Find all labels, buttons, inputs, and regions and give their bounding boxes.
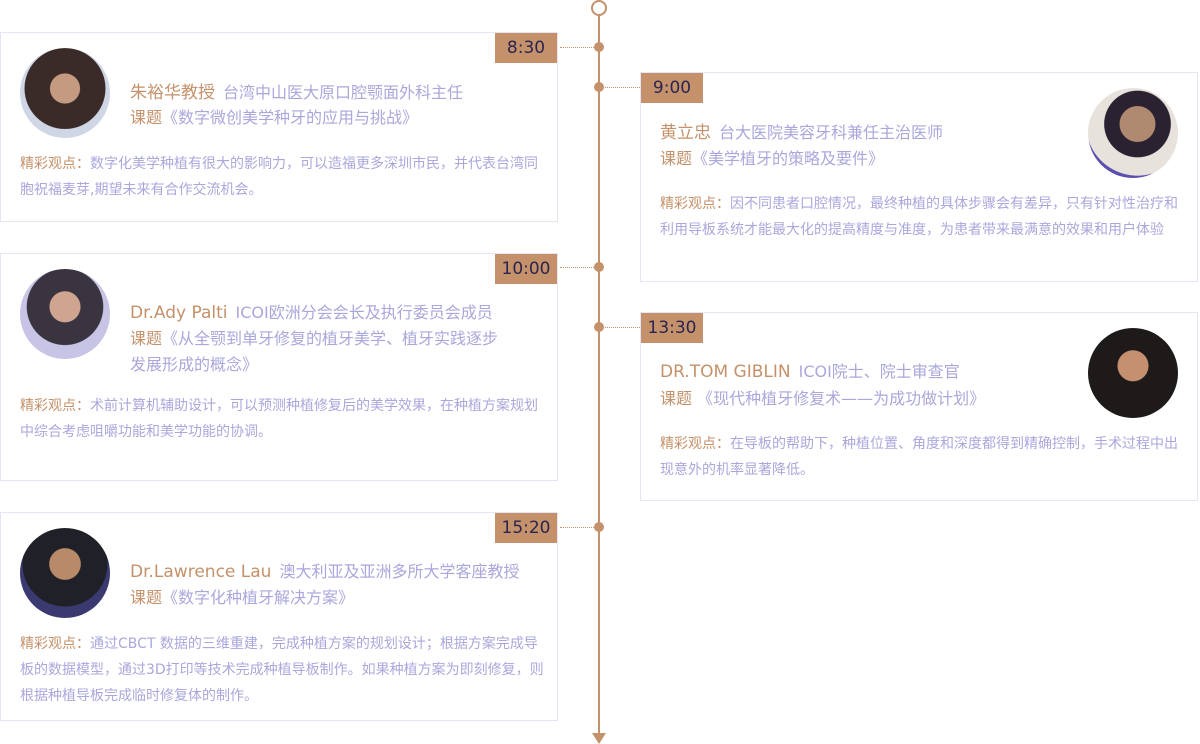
timeline-dot bbox=[594, 522, 604, 532]
speaker-avatar bbox=[20, 269, 110, 359]
quote-text: 数字化美学种植有很大的影响力，可以造福更多深圳市民，并代表台湾同胞祝福麦芽,期望… bbox=[20, 156, 538, 198]
session-card: 9:00 黄立忠台大医院美容牙科兼任主治医师 课题《美学植牙的策略及要件》 精彩… bbox=[640, 72, 1198, 282]
time-badge: 13:30 bbox=[641, 313, 703, 343]
timeline-dot bbox=[594, 322, 604, 332]
topic-label: 课题 bbox=[130, 108, 163, 127]
session-card: 15:20 Dr.Lawrence Lau 澳大利亚及亚洲多所大学客座教授 课题《… bbox=[0, 512, 558, 721]
time-badge: 9:00 bbox=[641, 73, 703, 103]
quote-text: 术前计算机辅助设计，可以预测种植修复后的美学效果，在种植方案规划中综合考虑咀嚼功… bbox=[20, 398, 538, 440]
timeline-arrow-down-icon bbox=[592, 733, 606, 744]
timeline-dot bbox=[594, 262, 604, 272]
timeline-connector bbox=[602, 87, 640, 88]
quote-label: 精彩观点： bbox=[660, 196, 730, 212]
speaker-avatar bbox=[1088, 328, 1178, 418]
topic-label: 课题 bbox=[130, 588, 163, 607]
time-badge: 8:30 bbox=[495, 33, 557, 63]
speaker-title: 澳大利亚及亚洲多所大学客座教授 bbox=[279, 562, 520, 581]
speaker-name: Dr.Lawrence Lau bbox=[130, 562, 272, 582]
quote-label: 精彩观点： bbox=[20, 636, 90, 652]
timeline-connector bbox=[560, 527, 596, 528]
session-card: 10:00 Dr.Ady Palti ICOI欧洲分会会长及执行委员会成员 课题《… bbox=[0, 253, 558, 481]
topic-label: 课题 bbox=[660, 389, 693, 408]
time-badge: 15:20 bbox=[495, 513, 557, 543]
speaker-title: 台大医院美容牙科兼任主治医师 bbox=[719, 123, 944, 142]
topic-text: 《美学植牙的策略及要件》 bbox=[692, 149, 885, 168]
speaker-name: 黄立忠 bbox=[660, 123, 711, 143]
speaker-title: ICOI欧洲分会会长及执行委员会成员 bbox=[235, 303, 493, 322]
speaker-name: 朱裕华教授 bbox=[130, 83, 215, 103]
speaker-avatar bbox=[20, 528, 110, 618]
timeline-start-circle bbox=[591, 0, 607, 16]
timeline-connector bbox=[560, 267, 596, 268]
quote-text: 因不同患者口腔情况，最终种植的具体步骤会有差异，只有针对性治疗和利用导板系统才能… bbox=[660, 196, 1178, 238]
timeline-connector bbox=[602, 327, 640, 328]
speaker-avatar bbox=[20, 48, 110, 138]
speaker-title: 台湾中山医大原口腔颚面外科主任 bbox=[223, 83, 464, 102]
speaker-avatar bbox=[1088, 88, 1178, 178]
quote-text: 在导板的帮助下，种植位置、角度和深度都得到精确控制，手术过程中出现意外的机率显著… bbox=[660, 436, 1178, 478]
topic-label: 课题 bbox=[130, 329, 163, 348]
session-card: 8:30 朱裕华教授台湾中山医大原口腔颚面外科主任 课题《数字微创美学种牙的应用… bbox=[0, 32, 558, 222]
quote-label: 精彩观点： bbox=[20, 398, 90, 414]
speaker-name: DR.TOM GIBLIN bbox=[660, 362, 791, 382]
speaker-name: Dr.Ady Palti bbox=[130, 303, 228, 323]
timeline-dot bbox=[594, 42, 604, 52]
topic-text: 《数字微创美学种牙的应用与挑战》 bbox=[162, 108, 419, 127]
topic-text: 《从全颚到单牙修复的植牙美学、植牙实践逐步发展形成的概念》 bbox=[130, 329, 499, 374]
quote-label: 精彩观点： bbox=[660, 436, 730, 452]
topic-text: 《现代种植牙修复术——为成功做计划》 bbox=[692, 389, 986, 408]
timeline-axis bbox=[598, 15, 600, 733]
speaker-title: ICOI院士、院士审查官 bbox=[798, 362, 960, 381]
timeline-connector bbox=[560, 47, 596, 48]
time-badge: 10:00 bbox=[495, 254, 557, 284]
quote-text: 通过CBCT 数据的三维重建，完成种植方案的规划设计；根据方案完成导板的数据模型… bbox=[20, 636, 544, 704]
session-card: 13:30 DR.TOM GIBLIN ICOI院士、院士审查官 课题 《现代种植… bbox=[640, 312, 1198, 501]
topic-label: 课题 bbox=[660, 149, 693, 168]
quote-label: 精彩观点： bbox=[20, 156, 90, 172]
timeline-dot bbox=[594, 82, 604, 92]
topic-text: 《数字化种植牙解决方案》 bbox=[162, 588, 355, 607]
